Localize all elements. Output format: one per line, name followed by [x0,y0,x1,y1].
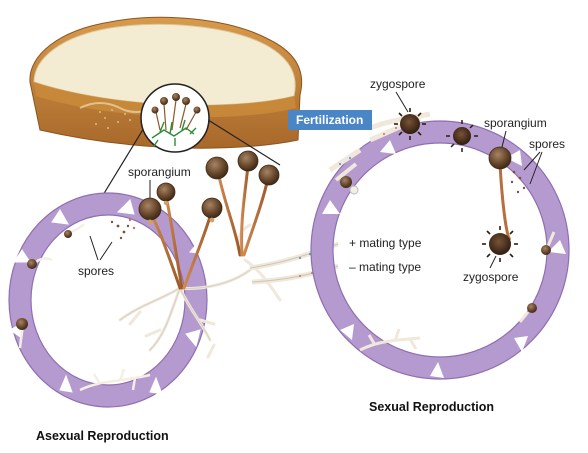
sexual-reproduction-caption: Sexual Reproduction [369,400,494,414]
asexual-stage-hyphae [79,368,151,392]
sexual-stage-spore-bottom [518,303,537,323]
zygospore-bottom-label: zygospore [463,270,519,284]
sexual-stage-bottom-hyphae [359,328,421,352]
sexual-stage-zygospore-ring [446,120,478,152]
sexual-stage-germinating-zygospore [541,231,556,255]
sporangia-cluster [138,150,280,221]
asexual-stage-young-sporangium [16,318,28,349]
sexual-cycle [310,115,570,380]
mold-speckles [95,109,131,129]
zygospore-center [482,226,518,262]
spores-right-label: spores [529,137,565,151]
magnifier-inset [140,83,210,153]
asexual-reproduction-caption: Asexual Reproduction [36,429,169,443]
zygospore-bottom-pointer [489,255,497,269]
asexual-stage-spore-top [64,223,85,238]
minus-mating-type-label: – mating type [349,260,421,274]
spores-left-label: spores [78,264,114,278]
asexual-cycle [8,192,208,408]
zygospore-top-label: zygospore [370,77,426,91]
zygospore-top-pointer [395,91,409,113]
spores-left-pointer-1 [89,235,99,261]
main-mold-colony [118,150,282,359]
zygospore-top [369,108,431,140]
sexual-stage-gametangia [334,162,359,195]
magnifier-line-right [204,117,281,166]
sexual-stage-hyphae-left [328,147,362,173]
plus-mating-type-label: + mating type [349,236,422,250]
sporangium-right-pointer [501,130,507,148]
magnifier-line-left [99,117,151,201]
sporangium-right-label: sporangium [484,116,547,130]
fertilization-badge: Fertilization [288,110,372,130]
spores-right-pointer-1 [523,151,541,171]
sporangium-left-label: sporangium [128,165,191,179]
spore-dots-left [110,220,130,240]
spores-left-pointer-2 [99,241,113,261]
spore-dots-right [510,170,526,194]
asexual-stage-spore-germinating [27,257,53,269]
fertilization-label: Fertilization [296,113,363,127]
spores-right-pointer-2 [529,151,543,185]
